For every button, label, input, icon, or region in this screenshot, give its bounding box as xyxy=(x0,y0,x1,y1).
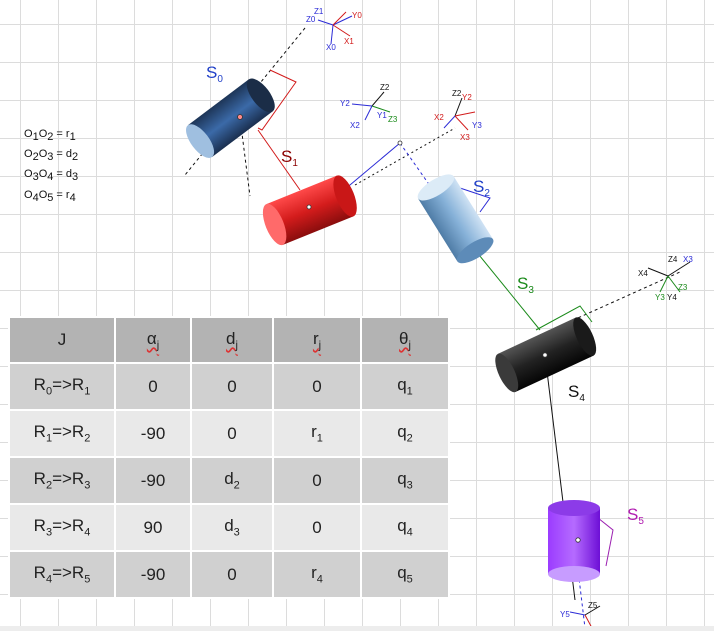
table-cell: R2=>R3 xyxy=(8,456,116,505)
frame-5 xyxy=(569,605,601,629)
frame2-label-y1: Y1 xyxy=(377,111,387,120)
table-cell: d3 xyxy=(190,503,274,552)
table-cell: q3 xyxy=(360,456,450,505)
frame-2 xyxy=(351,91,391,121)
table-cell: R0=>R1 xyxy=(8,362,116,411)
frame3-label-y3: Y3 xyxy=(472,121,482,130)
bracket-s2 xyxy=(447,183,491,213)
table-cell: R4=>R5 xyxy=(8,550,116,599)
link-line-s3 xyxy=(474,249,541,331)
bracket-s5 xyxy=(597,517,614,567)
cylinder-s1 xyxy=(262,175,357,246)
column-header-0: J xyxy=(8,316,116,364)
segment-label-s0: S0 xyxy=(206,63,223,85)
distance-row-3: O3O4 = d3 xyxy=(24,168,79,184)
frame4-label-x3: X3 xyxy=(683,255,693,264)
segment-labels: S0 S1 S2 S3 S4 S5 xyxy=(206,63,644,527)
segment-label-s1: S1 xyxy=(281,147,298,169)
table-cell: 0 xyxy=(190,550,274,599)
table-cell: 0 xyxy=(190,409,274,458)
frame0-label-z1: Z1 xyxy=(314,7,324,16)
column-header-3: rj xyxy=(272,316,362,364)
cylinder-s5 xyxy=(548,500,600,582)
frame3-label-x3: X3 xyxy=(460,133,470,142)
table-cell: R1=>R2 xyxy=(8,409,116,458)
column-header-1: αj xyxy=(114,316,192,364)
segment-label-s2: S2 xyxy=(473,177,490,199)
table-cell: 0 xyxy=(114,362,192,411)
table-cell: -90 xyxy=(114,550,192,599)
bracket-s3 xyxy=(535,305,593,331)
frame2-label-z2: Z2 xyxy=(380,83,390,92)
origin-o4 xyxy=(542,352,548,358)
frame3-label-z2: Z2 xyxy=(452,89,462,98)
frame-3 xyxy=(443,97,476,131)
frame2-label-y2: Y2 xyxy=(340,99,350,108)
table-cell: 0 xyxy=(190,362,274,411)
column-header-4: θj xyxy=(360,316,450,364)
distance-row-4: O4O5 = r4 xyxy=(24,188,76,204)
table-cell: q1 xyxy=(360,362,450,411)
frame0-label-z0: Z0 xyxy=(306,15,316,24)
cylinder-s0 xyxy=(186,78,275,158)
table-cell: q5 xyxy=(360,550,450,599)
frame0-label-x0: X0 xyxy=(326,43,336,52)
origin-o5 xyxy=(575,537,581,543)
table-cell: q2 xyxy=(360,409,450,458)
link-line-s1 xyxy=(343,142,401,191)
frame-labels: Z0 Y0 X0 X1 Z1 Y2 Z2 X2 Y1 Z3 Z2 Y2 X2 Y… xyxy=(306,7,693,619)
bracket-s1 xyxy=(257,129,301,191)
table-cell: 0 xyxy=(272,503,362,552)
frame2-label-x2: X2 xyxy=(350,121,360,130)
table-cell: 0 xyxy=(272,456,362,505)
segment-label-s4: S4 xyxy=(568,382,585,404)
frame4-label-y3: Y3 xyxy=(655,293,665,302)
frame4-label-z4: Z4 xyxy=(668,255,678,264)
segment-label-s3: S3 xyxy=(517,274,534,296)
origin-o3 xyxy=(397,140,403,146)
frame4-label-z3: Z3 xyxy=(678,283,688,292)
table-cell: r4 xyxy=(272,550,362,599)
table-cell: d2 xyxy=(190,456,274,505)
bottom-scrollbar[interactable] xyxy=(0,626,714,631)
frame5-label-y5: Y5 xyxy=(560,610,570,619)
frame3-label-y2: Y2 xyxy=(462,93,472,102)
frame3-label-x2: X2 xyxy=(434,113,444,122)
distance-row-2: O2O3 = d2 xyxy=(24,148,79,164)
axis-line-s1 xyxy=(354,127,456,186)
table-cell: q4 xyxy=(360,503,450,552)
distance-row-1: O1O2 = r1 xyxy=(24,128,76,144)
frame-0 xyxy=(317,11,353,45)
frame2-label-z3: Z3 xyxy=(388,115,398,124)
table-cell: R3=>R4 xyxy=(8,503,116,552)
origin-o1 xyxy=(237,114,243,120)
origin-markers xyxy=(237,114,581,543)
bracket-s0 xyxy=(257,69,297,131)
table-cell: -90 xyxy=(114,409,192,458)
table-cell: 90 xyxy=(114,503,192,552)
origin-o2 xyxy=(306,204,312,210)
frame4-label-y4: Y4 xyxy=(667,293,677,302)
segment-label-s5: S5 xyxy=(627,505,644,527)
frame4-label-x4: X4 xyxy=(638,269,648,278)
frame-4 xyxy=(647,261,691,293)
frame0-label-y0: Y0 xyxy=(352,11,362,20)
table-cell: r1 xyxy=(272,409,362,458)
cylinder-s2 xyxy=(417,174,494,264)
table-cell: 0 xyxy=(272,362,362,411)
table-cell: -90 xyxy=(114,456,192,505)
brackets xyxy=(257,69,614,567)
frame5-label-z5: Z5 xyxy=(588,601,598,610)
column-header-2: dj xyxy=(190,316,274,364)
distance-definitions: O1O2 = r1 O2O3 = d2 O3O4 = d3 O4O5 = r4 xyxy=(24,126,78,207)
frame0-label-x1: X1 xyxy=(344,37,354,46)
